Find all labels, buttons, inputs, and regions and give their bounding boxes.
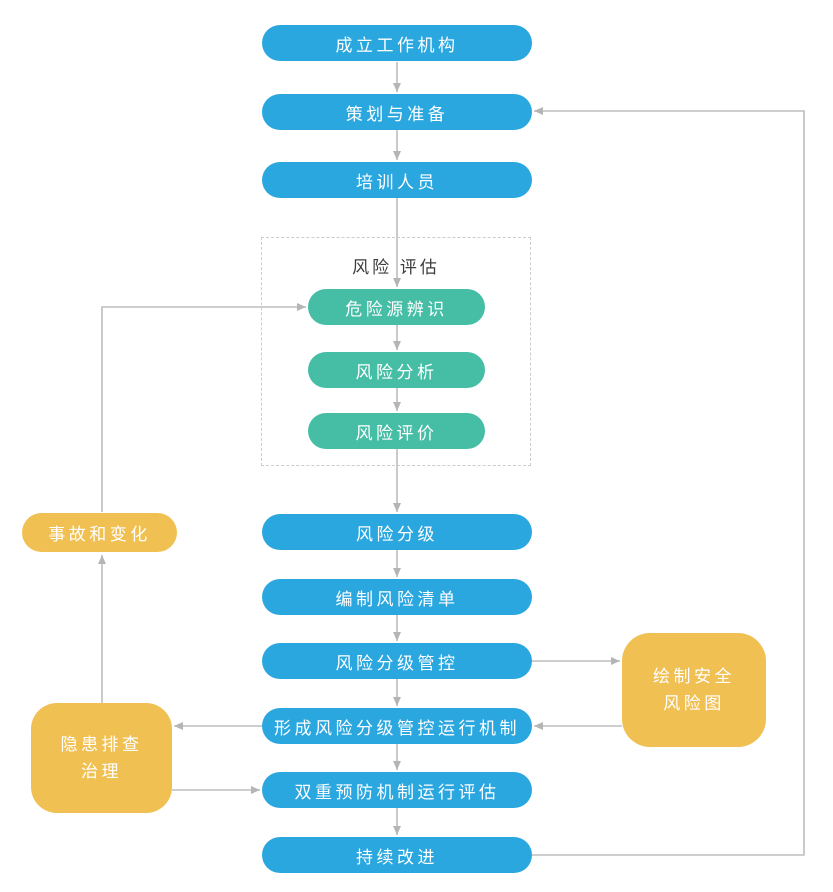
node-hazard-treatment: 隐患排查 治理 <box>31 703 172 813</box>
node-control-mechanism: 形成风险分级管控运行机制 <box>262 708 532 744</box>
node-hazard-identification: 危险源辨识 <box>308 289 485 325</box>
node-continuous-improvement: 持续改进 <box>262 837 532 873</box>
node-accidents-and-changes: 事故和变化 <box>22 513 177 552</box>
node-planning: 策划与准备 <box>262 94 532 130</box>
risk-assessment-group-label: 风险 评估 <box>352 258 440 277</box>
node-hazard-treatment-line2: 治理 <box>81 762 122 781</box>
node-training: 培训人员 <box>262 162 532 198</box>
node-risk-control: 风险分级管控 <box>262 643 532 679</box>
risk-assessment-group-border <box>261 237 531 466</box>
arrow-accidents-to-hazard-id <box>101 303 306 512</box>
node-dual-prevention-eval: 双重预防机制运行评估 <box>262 772 532 808</box>
node-draw-safety-risk-map-line2: 风险图 <box>663 694 725 713</box>
node-risk-list: 编制风险清单 <box>262 579 532 615</box>
node-hazard-treatment-line1: 隐患排查 <box>60 735 143 754</box>
node-risk-analysis: 风险分析 <box>308 352 485 388</box>
node-risk-grading: 风险分级 <box>262 514 532 550</box>
node-establish-org: 成立工作机构 <box>262 25 532 61</box>
arrow-improvement-to-planning <box>532 107 805 856</box>
node-draw-safety-risk-map: 绘制安全 风险图 <box>622 633 766 747</box>
node-risk-evaluation: 风险评价 <box>308 413 485 449</box>
node-draw-safety-risk-map-line1: 绘制安全 <box>653 667 735 686</box>
